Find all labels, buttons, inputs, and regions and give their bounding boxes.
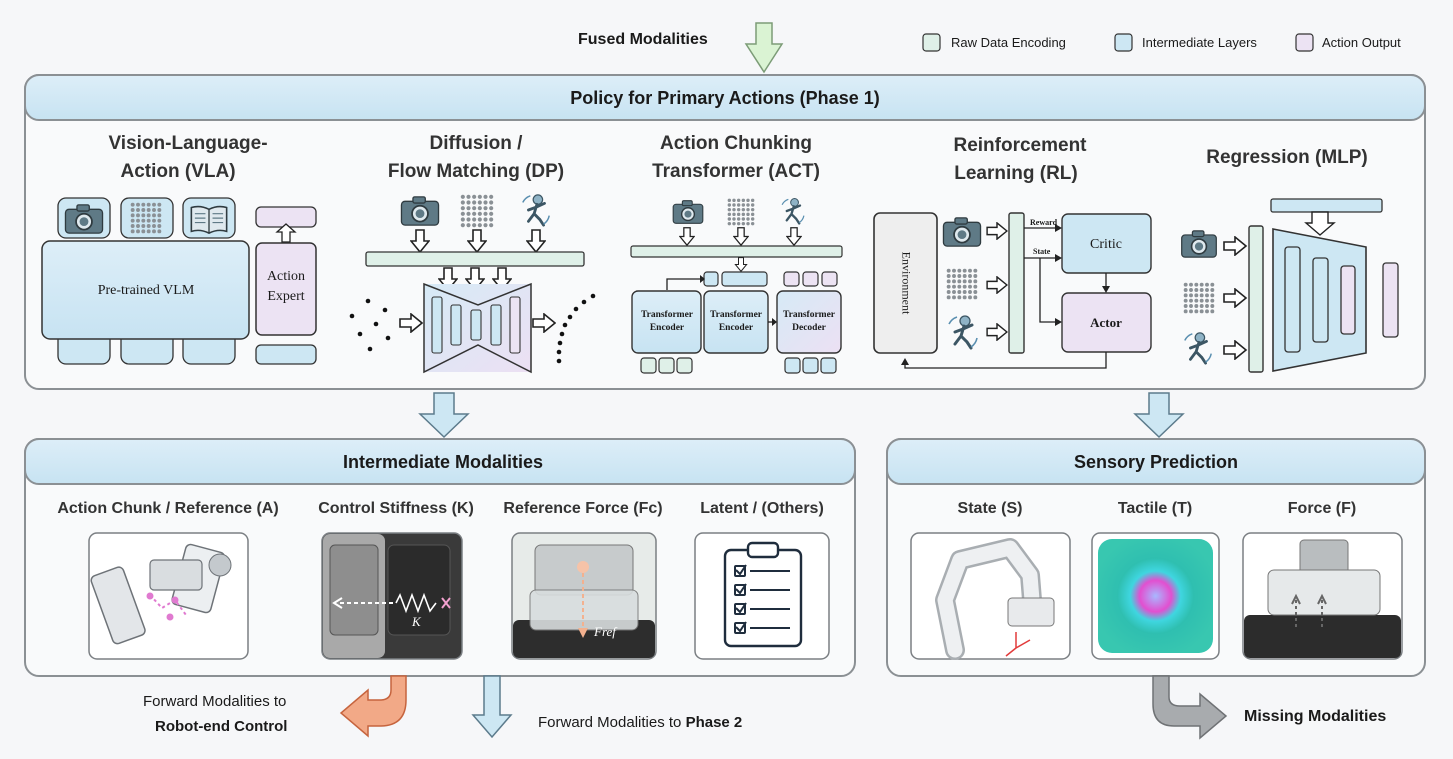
sensory-title: Sensory Prediction (1073, 452, 1239, 472)
act-title-2: Transformer (ACT) (652, 161, 820, 182)
robot-control-label-2: Robot-end Control (155, 718, 288, 735)
fused-arrow (744, 22, 784, 74)
mlp-block (1180, 198, 1399, 373)
robot-control-label-1: Forward Modalities to (143, 693, 287, 710)
fused-label: Fused Modalities (578, 31, 708, 48)
policy-title: Policy for Primary Actions (Phase 1) (570, 88, 880, 108)
intermediate-label-latent: Latent / (Others) (700, 500, 824, 517)
act-enc2-a: Transformer (709, 310, 763, 320)
img-reference-force (511, 532, 657, 660)
legend-raw-label: Raw Data Encoding (951, 35, 1066, 50)
intermediate-label-k: Control Stiffness (K) (318, 500, 474, 517)
intermediate-label-a: Action Chunk / Reference (A) (57, 500, 279, 517)
img-tactile (1091, 532, 1220, 660)
clipboard-icon (723, 548, 803, 648)
act-enc2-b: Encoder (718, 323, 754, 333)
vla-title-2: Action (VLA) (120, 161, 236, 182)
act-enc1-b: Encoder (649, 323, 685, 333)
rl-reward-label: Reward (1030, 218, 1058, 227)
act-block (630, 197, 843, 374)
vla-vlm-label: Pre-trained VLM (97, 283, 195, 298)
legend-action-swatch (1295, 33, 1314, 52)
sensory-label-force: Force (F) (1287, 500, 1357, 517)
act-title-1: Action Chunking (660, 133, 812, 154)
vla-expert-2: Expert (267, 289, 305, 304)
vla-expert-1: Action (266, 269, 306, 284)
dp-block (349, 193, 596, 374)
phase2-label: Forward Modalities to Phase 2 (538, 714, 742, 731)
img-stiffness (321, 532, 463, 660)
arrow-to-sensory (1133, 392, 1185, 439)
img-state (910, 532, 1071, 660)
rl-critic-label: Critic (1090, 237, 1122, 252)
arrow-robot-control (339, 675, 407, 738)
vla-title-1: Vision-Language- (108, 133, 268, 154)
phase2-label-a: Forward Modalities to (538, 714, 686, 731)
act-dec-a: Transformer (782, 310, 836, 320)
sensory-header (886, 438, 1426, 485)
img-latent (694, 532, 830, 660)
legend-raw-swatch (922, 33, 941, 52)
stiffness-symbol: K (412, 614, 421, 629)
missing-label: Missing Modalities (1244, 708, 1387, 725)
mlp-title: Regression (MLP) (1206, 147, 1368, 168)
img-force (1242, 532, 1403, 660)
img-action-chunk (88, 532, 249, 660)
rl-title-1: Reinforcement (953, 135, 1087, 156)
legend-intermediate-swatch (1114, 33, 1133, 52)
rl-state-label: State (1033, 247, 1051, 256)
rl-actor-label: Actor (1090, 315, 1122, 330)
vla-block (41, 197, 317, 365)
policy-header (24, 74, 1426, 121)
rl-title-2: Learning (RL) (954, 163, 1078, 184)
arrow-to-intermediate (418, 392, 470, 439)
legend-intermediate-label: Intermediate Layers (1142, 35, 1257, 50)
act-enc1-a: Transformer (640, 310, 694, 320)
arrow-phase2 (471, 675, 513, 739)
arrow-missing (1152, 675, 1228, 740)
act-dec-b: Decoder (792, 323, 826, 333)
legend-action-label: Action Output (1322, 35, 1401, 50)
sensory-label-state: State (S) (957, 500, 1023, 517)
rl-block (873, 212, 1152, 369)
dp-title-1: Diffusion / (429, 133, 523, 154)
dp-title-2: Flow Matching (DP) (387, 161, 565, 182)
force-symbol: Fref (594, 624, 616, 639)
intermediate-header (24, 438, 856, 485)
intermediate-title: Intermediate Modalities (342, 452, 544, 472)
sensory-label-tactile: Tactile (T) (1117, 500, 1193, 517)
rl-environment-label: Environment (899, 251, 914, 315)
phase2-label-b: Phase 2 (685, 714, 743, 731)
intermediate-label-fc: Reference Force (Fc) (503, 500, 663, 517)
